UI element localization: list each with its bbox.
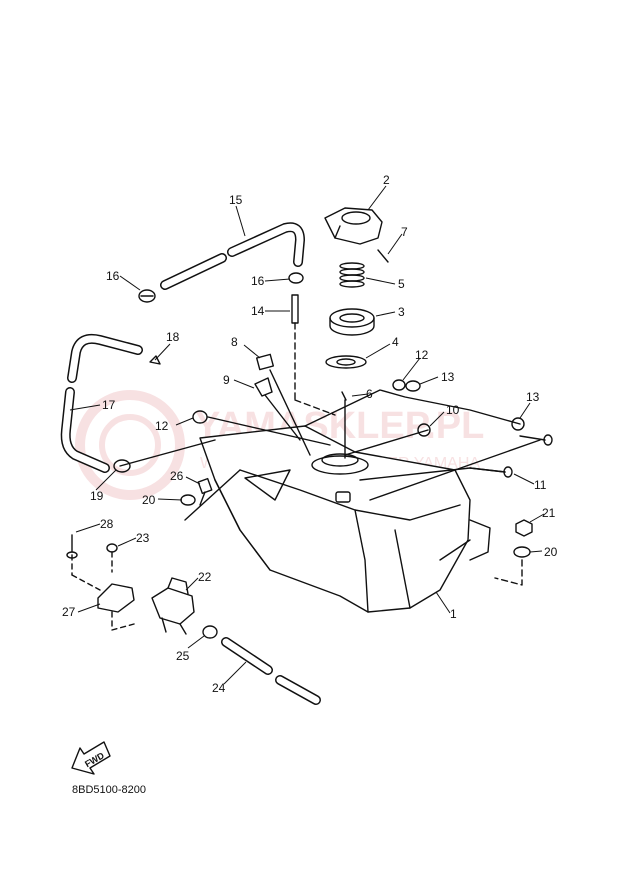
grommet-left (192, 410, 208, 424)
callout-11: 11 (534, 478, 547, 492)
clip (149, 355, 161, 365)
bolt-upper (519, 434, 553, 446)
washer-far (511, 417, 525, 431)
fwd-arrow-icon (71, 741, 111, 775)
callout-leaders (69, 185, 545, 685)
fuel-hose (221, 637, 321, 705)
washer-right-low (513, 546, 531, 558)
callout-20a: 20 (142, 493, 156, 507)
nut (515, 519, 533, 537)
callout-17: 17 (102, 398, 116, 412)
clamp-right (288, 272, 304, 284)
callout-3: 3 (398, 305, 405, 319)
callout-27: 27 (62, 605, 76, 619)
callout-18: 18 (166, 330, 180, 344)
fuel-tank (199, 425, 491, 613)
callout-28: 28 (100, 517, 114, 531)
callout-19: 19 (90, 489, 104, 503)
clamp-fuel (202, 625, 218, 639)
callout-7: 7 (401, 225, 408, 239)
clamp-left (138, 289, 156, 303)
bracket (97, 583, 135, 613)
diagram-code: 8BD5100-8200 (72, 784, 147, 796)
callout-5: 5 (398, 277, 405, 291)
callout-13a: 13 (441, 370, 455, 384)
washer-left (180, 494, 196, 506)
callout-1: 1 (450, 607, 457, 621)
callout-8: 8 (231, 335, 238, 349)
hose-overflow (60, 333, 143, 473)
callout-24: 24 (212, 681, 226, 695)
gasket (325, 355, 367, 369)
callout-16b: 16 (251, 274, 265, 288)
callout-13b: 13 (526, 390, 540, 404)
screw-cock (106, 543, 118, 573)
callout-10: 10 (446, 403, 460, 417)
damper (255, 353, 275, 371)
callout-15: 15 (229, 193, 243, 207)
callout-14: 14 (251, 304, 265, 318)
callout-20b: 20 (544, 545, 558, 559)
washer-right (405, 380, 421, 392)
fuel-cock (151, 577, 195, 635)
nipple (291, 294, 336, 416)
seal-ring (329, 308, 375, 336)
callout-12a: 12 (155, 419, 169, 433)
fuel-cap (324, 207, 383, 245)
callout-4: 4 (392, 335, 399, 349)
callout-6: 6 (366, 387, 373, 401)
hose-breather (160, 222, 305, 290)
callout-16a: 16 (106, 269, 120, 283)
callout-22: 22 (198, 570, 212, 584)
bolt-mount (197, 477, 213, 506)
pin (377, 249, 389, 263)
callout-2: 2 (383, 173, 390, 187)
bolt-bracket (66, 534, 101, 591)
filler-neck (311, 453, 369, 503)
callout-21: 21 (542, 506, 556, 520)
holder-clip (254, 377, 273, 397)
callout-9: 9 (223, 373, 230, 387)
callouts: 1 2 3 4 5 6 7 8 9 10 11 12 12 13 13 14 1… (62, 173, 558, 695)
collar (417, 423, 431, 437)
watermark-logo (75, 390, 185, 500)
clamp-hose (113, 459, 131, 473)
screw (341, 391, 347, 401)
callout-12b: 12 (415, 348, 429, 362)
assembly-lines (119, 369, 541, 521)
spring (339, 262, 365, 288)
grommet-right (392, 379, 406, 391)
callout-25: 25 (176, 649, 190, 663)
callout-26: 26 (170, 469, 184, 483)
callout-23: 23 (136, 531, 150, 545)
